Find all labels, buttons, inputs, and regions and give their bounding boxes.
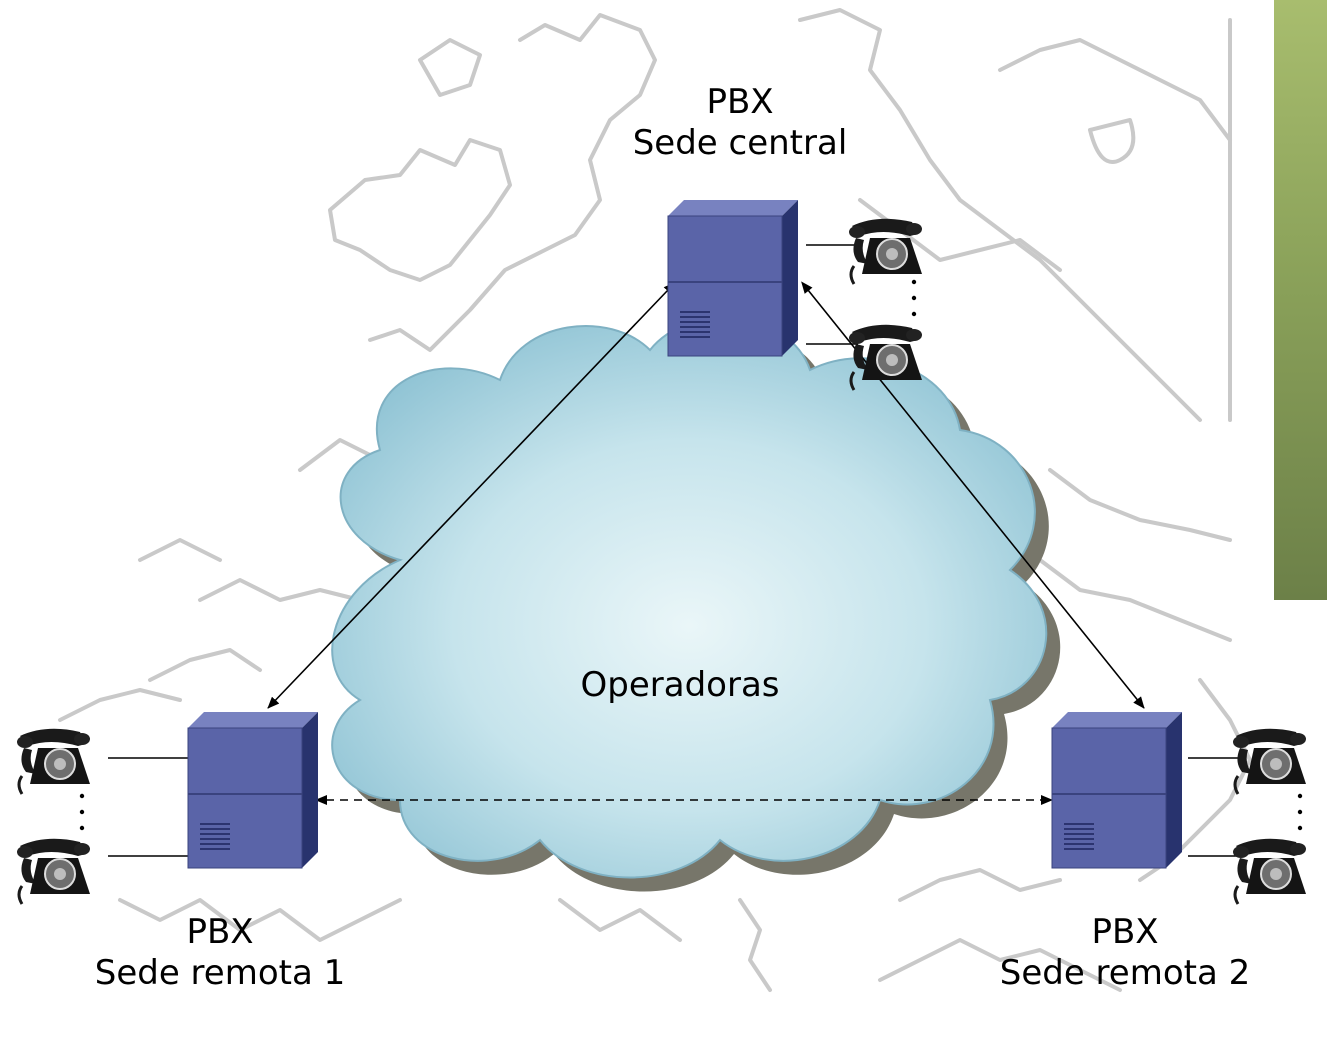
- network-cloud-icon: [331, 316, 1061, 892]
- remote1-pbx-label: PBX Sede remota 1: [60, 912, 380, 994]
- rotary-telephone-icon-remote2-1: [1231, 727, 1308, 796]
- pbx-server-icon-remote2: [1051, 711, 1183, 869]
- remote2-pbx-label: PBX Sede remota 2: [960, 912, 1290, 994]
- cloud-label: Operadoras: [580, 665, 780, 705]
- central-pbx-line2: Sede central: [632, 122, 848, 163]
- remote2-pbx-line2: Sede remota 2: [999, 952, 1251, 993]
- network-links: [267, 281, 1145, 805]
- remote2-pbx-line1: PBX: [1091, 912, 1159, 952]
- central-pbx-line1: PBX: [706, 82, 774, 122]
- central-pbx-label: PBX Sede central: [600, 82, 880, 164]
- accent-bar: [1274, 0, 1327, 600]
- remote1-pbx-line2: Sede remota 1: [94, 952, 346, 993]
- pbx-server-icon-central: [667, 199, 799, 357]
- rotary-telephone-icon-central-1: [847, 217, 924, 286]
- phone-lines: [108, 244, 1240, 857]
- rotary-telephone-icon-remote1-2: [15, 837, 92, 906]
- link-central-remote2: [801, 281, 1145, 709]
- phone-ellipsis: [79, 279, 1303, 831]
- rotary-telephone-icon-remote2-2: [1231, 837, 1308, 906]
- link-central-remote1: [267, 282, 676, 709]
- remote1-pbx-line1: PBX: [186, 912, 254, 952]
- pbx-server-icon-remote1: [187, 711, 319, 869]
- rotary-telephone-icon-remote1-1: [15, 727, 92, 796]
